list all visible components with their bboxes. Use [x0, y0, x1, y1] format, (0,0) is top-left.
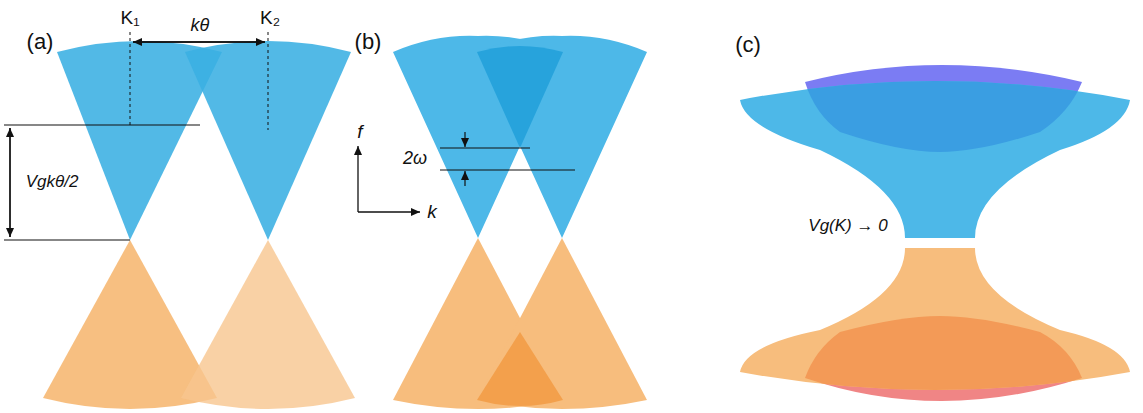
dimension-label: 2ω [403, 149, 427, 169]
dimension-label: Vgkθ/2 [26, 173, 79, 192]
annotation-label: Vg(K) → 0 [808, 217, 887, 236]
panel-label: (c) [735, 33, 761, 57]
axis-label: k [427, 202, 437, 223]
bands-c [740, 65, 1130, 401]
point-label: K₁ [120, 8, 139, 29]
dimension-label: kθ [191, 16, 210, 36]
cones-a [4, 32, 355, 409]
cones-b [393, 36, 647, 409]
axis-label: f [357, 122, 362, 143]
point-label: K₂ [260, 8, 280, 29]
panel-label: (a) [27, 30, 54, 54]
panel-label: (b) [355, 30, 382, 54]
